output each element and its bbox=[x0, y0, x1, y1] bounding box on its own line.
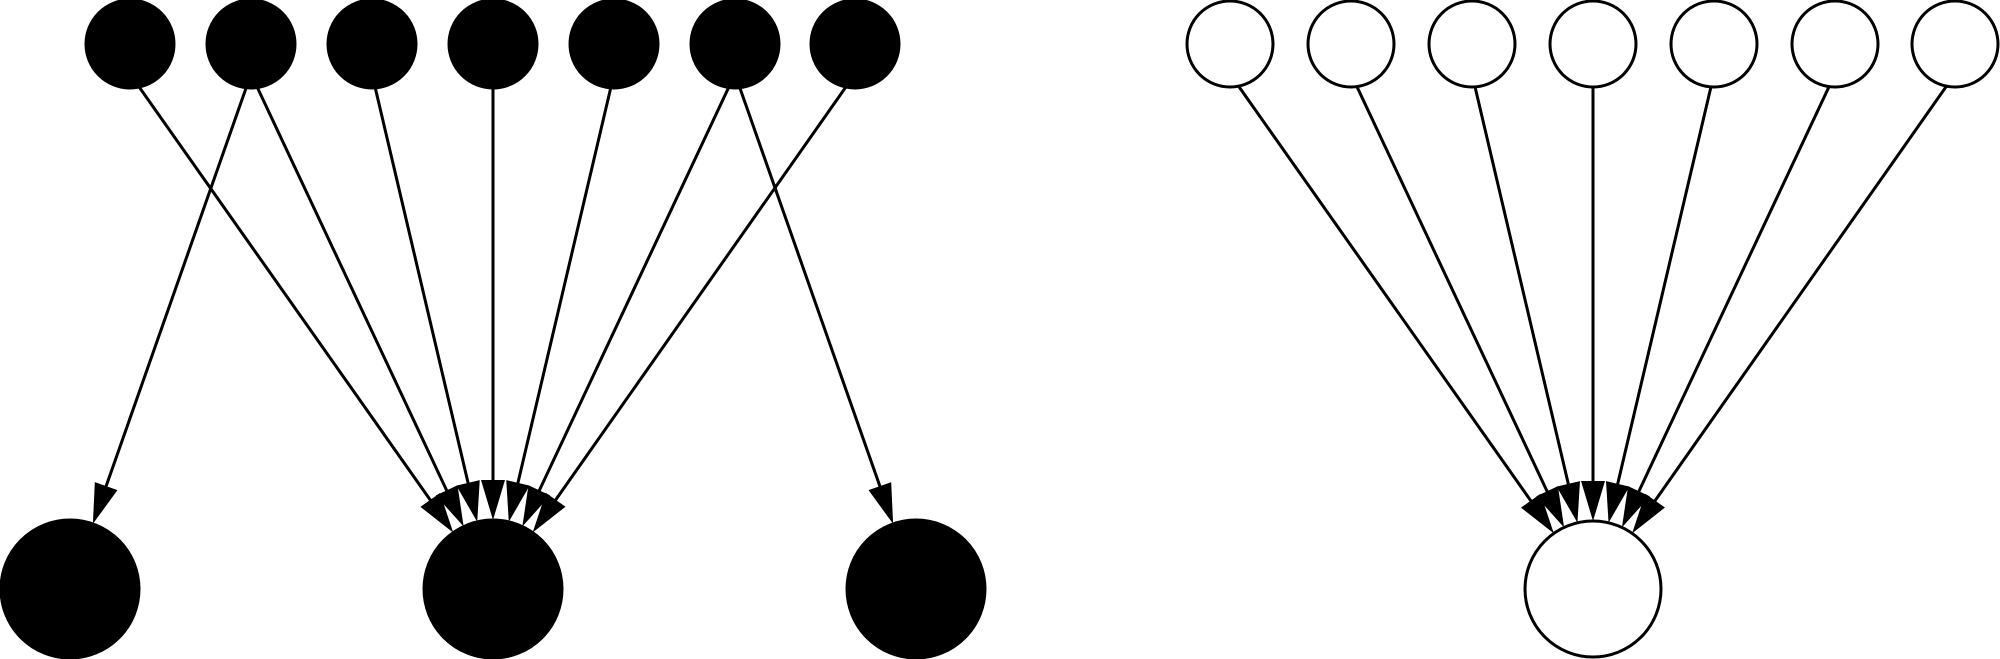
right-arrowhead-3-to-1 bbox=[1556, 481, 1580, 523]
left-arrowhead-1-to-2 bbox=[420, 492, 454, 533]
right-edge-3-to-1 bbox=[1470, 72, 1570, 486]
right-edge-1-to-1 bbox=[1228, 72, 1533, 503]
left-edge-2-to-2 bbox=[249, 72, 449, 492]
left-edge-1-to-2 bbox=[128, 72, 432, 502]
left-output-node-1 bbox=[0, 518, 141, 659]
right-network bbox=[1185, 0, 2000, 659]
left-edge-2-to-1 bbox=[104, 72, 253, 488]
right-input-node-6 bbox=[1790, 0, 1880, 89]
right-arrowhead-4-to-1 bbox=[1581, 481, 1605, 521]
right-input-node-2 bbox=[1306, 0, 1396, 89]
left-edge-6-to-3 bbox=[733, 72, 882, 488]
left-edge-5-to-2 bbox=[516, 72, 616, 485]
right-edge-7-to-1 bbox=[1653, 72, 1957, 503]
left-arrowhead-2-to-1 bbox=[92, 482, 118, 524]
left-output-node-2 bbox=[422, 518, 564, 659]
right-input-node-5 bbox=[1669, 0, 1759, 89]
right-arrowhead-7-to-1 bbox=[1632, 493, 1665, 534]
left-arrowhead-3-to-2 bbox=[456, 480, 480, 522]
left-arrowhead-7-to-2 bbox=[532, 492, 566, 533]
left-edge-3-to-2 bbox=[370, 72, 470, 485]
left-arrowhead-5-to-2 bbox=[506, 480, 530, 522]
right-input-node-3 bbox=[1427, 0, 1517, 89]
right-arrowhead-5-to-1 bbox=[1606, 481, 1630, 523]
left-input-node-7 bbox=[809, 0, 901, 90]
left-arrowhead-6-to-3 bbox=[868, 482, 894, 524]
left-input-node-6 bbox=[689, 0, 781, 90]
left-input-node-1 bbox=[84, 0, 176, 90]
right-edge-2-to-1 bbox=[1349, 72, 1549, 493]
right-arrowhead-1-to-1 bbox=[1520, 493, 1554, 534]
left-input-node-3 bbox=[326, 0, 418, 90]
right-output-node-1 bbox=[1523, 519, 1663, 659]
right-input-node-1 bbox=[1185, 0, 1275, 89]
left-input-node-4 bbox=[447, 0, 539, 90]
right-edge-5-to-1 bbox=[1616, 72, 1716, 486]
left-network bbox=[0, 0, 987, 659]
right-edge-6-to-1 bbox=[1637, 72, 1837, 493]
left-arrowhead-6-to-2 bbox=[522, 485, 551, 527]
right-input-node-7 bbox=[1910, 0, 2000, 89]
left-input-node-5 bbox=[568, 0, 660, 90]
left-edge-6-to-2 bbox=[537, 72, 737, 492]
left-arrowhead-4-to-2 bbox=[481, 480, 505, 520]
right-arrowhead-2-to-1 bbox=[1536, 486, 1565, 528]
left-edge-7-to-2 bbox=[554, 72, 857, 502]
left-arrowhead-2-to-2 bbox=[435, 485, 464, 527]
right-arrowhead-6-to-1 bbox=[1621, 486, 1650, 528]
left-input-node-2 bbox=[205, 0, 297, 90]
left-output-node-3 bbox=[845, 518, 987, 659]
right-input-node-4 bbox=[1548, 0, 1638, 89]
